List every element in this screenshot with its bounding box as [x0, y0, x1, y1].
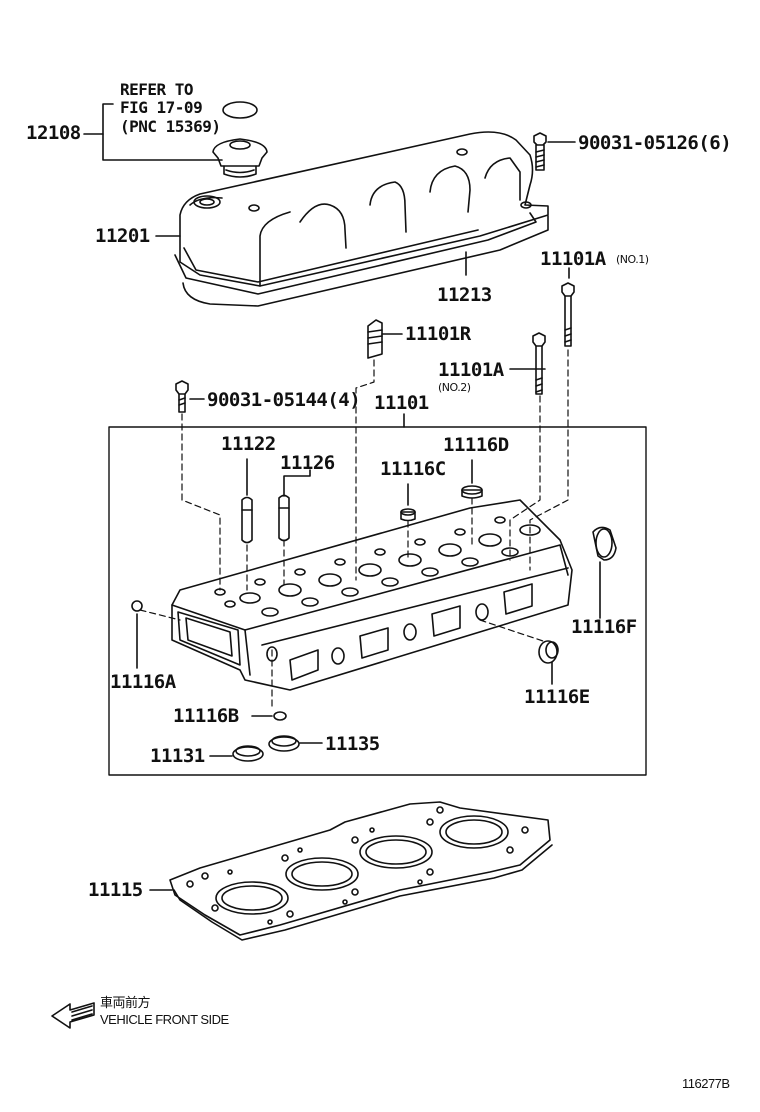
ring-11135: [268, 735, 323, 752]
cylinder-head-box: [108, 413, 647, 776]
cylinder-head: [171, 499, 573, 691]
figure-id: 116277B: [682, 1076, 730, 1091]
part-11116E[interactable]: 11116E: [524, 686, 590, 708]
part-11201[interactable]: 11201: [95, 225, 150, 247]
part-11116D[interactable]: 11116D: [443, 434, 509, 456]
seal-11116C: [400, 483, 416, 522]
part-90031-05144[interactable]: 90031-05144(4): [207, 389, 361, 411]
part-11116B[interactable]: 11116B: [173, 705, 239, 727]
part-11101R[interactable]: 11101R: [405, 323, 471, 345]
part-11213[interactable]: 11213: [437, 284, 492, 306]
front-label-en: VEHICLE FRONT SIDE: [100, 1012, 229, 1027]
valve-cover: [155, 131, 549, 287]
plug-11116F: [592, 526, 617, 619]
part-11116F[interactable]: 11116F: [571, 616, 637, 638]
refer-note-line3: (PNC 15369): [120, 117, 221, 136]
head-bolts: [367, 267, 575, 395]
part-11131[interactable]: 11131: [150, 745, 205, 767]
refer-note-line1: REFER TO: [120, 80, 194, 99]
part-11122[interactable]: 11122: [221, 433, 276, 455]
part-90031-05126[interactable]: 90031-05126(6): [578, 132, 732, 154]
refer-note-line2: FIG 17-09: [120, 98, 203, 117]
part-11101A-no1-note: (NO.1): [616, 253, 649, 266]
valve-guides: [241, 458, 311, 544]
part-11135[interactable]: 11135: [325, 733, 380, 755]
part-11101A-no2[interactable]: 11101A: [438, 359, 504, 381]
plug-11116B: [251, 711, 287, 721]
part-11116A[interactable]: 11116A: [110, 671, 176, 693]
front-arrow: [51, 1002, 95, 1029]
head-small-bolt: [175, 380, 205, 413]
part-11101A-no2-note: (NO.2): [438, 381, 471, 394]
part-11101[interactable]: 11101: [374, 392, 429, 414]
part-11115[interactable]: 11115: [88, 879, 143, 901]
head-gasket: [149, 801, 553, 941]
part-11126[interactable]: 11126: [280, 452, 335, 474]
alignment-dashes: [139, 349, 569, 711]
plug-11116A: [131, 600, 143, 669]
ring-11131: [209, 745, 264, 762]
oil-filler-cap: [212, 101, 268, 178]
cover-gasket: [174, 212, 549, 307]
part-12108[interactable]: 12108: [26, 122, 81, 144]
front-label-jp: 車両前方: [100, 995, 151, 1010]
plug-11116E: [538, 640, 559, 685]
cover-bolt: [533, 132, 576, 171]
seal-11116D: [461, 459, 483, 499]
refer-bracket: [83, 103, 223, 161]
part-11101A-no1[interactable]: 11101A: [540, 248, 606, 270]
part-11116C[interactable]: 11116C: [380, 458, 446, 480]
